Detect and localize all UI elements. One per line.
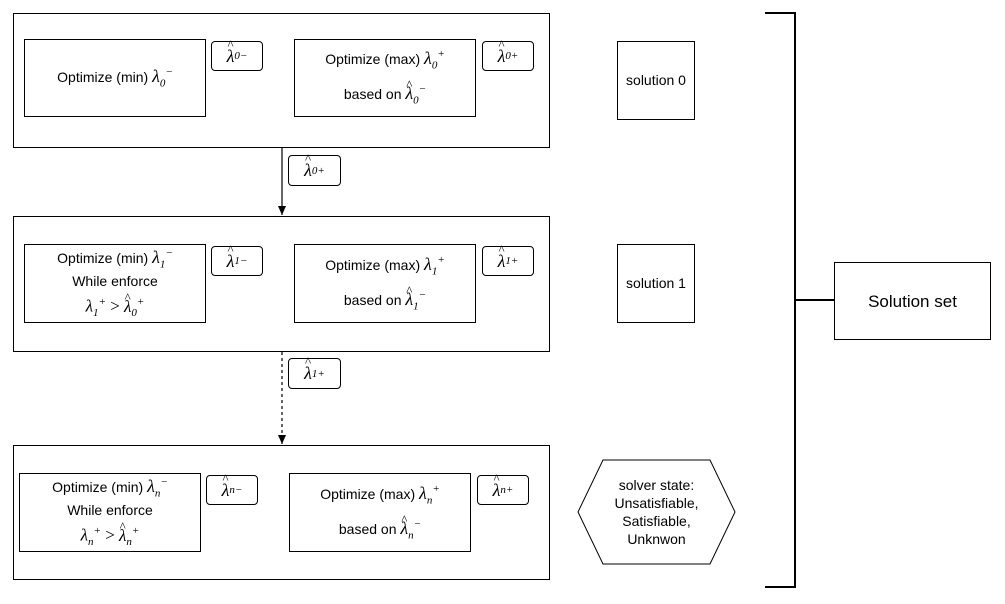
solution-0-box: solution 0 <box>617 41 695 120</box>
stage-1-constraint: λ1+ > ^λ0+ <box>85 289 145 320</box>
solution-set-bracket <box>765 12 796 588</box>
stage-n-max-box: Optimize (max) λn+ based on ^λn− <box>289 473 471 552</box>
stage-0-min-box: Optimize (min) λ0− <box>24 39 206 117</box>
solver-state-hexagon <box>577 459 736 565</box>
stage-0-max-text: Optimize (max) <box>325 51 421 68</box>
stage-0-min-text: Optimize (min) <box>57 68 149 85</box>
solution-set-box: Solution set <box>834 262 991 340</box>
solution-1-box: solution 1 <box>617 244 695 323</box>
stage-n-constraint: λn+ > ^λn+ <box>80 518 140 549</box>
stage-0-based-text: based on <box>343 86 402 102</box>
stage-1-max-box: Optimize (max) λ1+ based on ^λ1− <box>294 244 476 323</box>
stage-0-min-var: λ0− <box>152 65 173 90</box>
stage-1-min-box: Optimize (min) λ1− While enforce λ1+ > ^… <box>24 244 206 323</box>
solver-state-text: solver state: Unsatisfiable, Satisfiable… <box>614 477 699 547</box>
stage-0-max-box: Optimize (max) λ0+ based on ^λ0− <box>294 39 476 117</box>
stage-n-min-box: Optimize (min) λn− While enforce λn+ > ^… <box>19 473 201 552</box>
